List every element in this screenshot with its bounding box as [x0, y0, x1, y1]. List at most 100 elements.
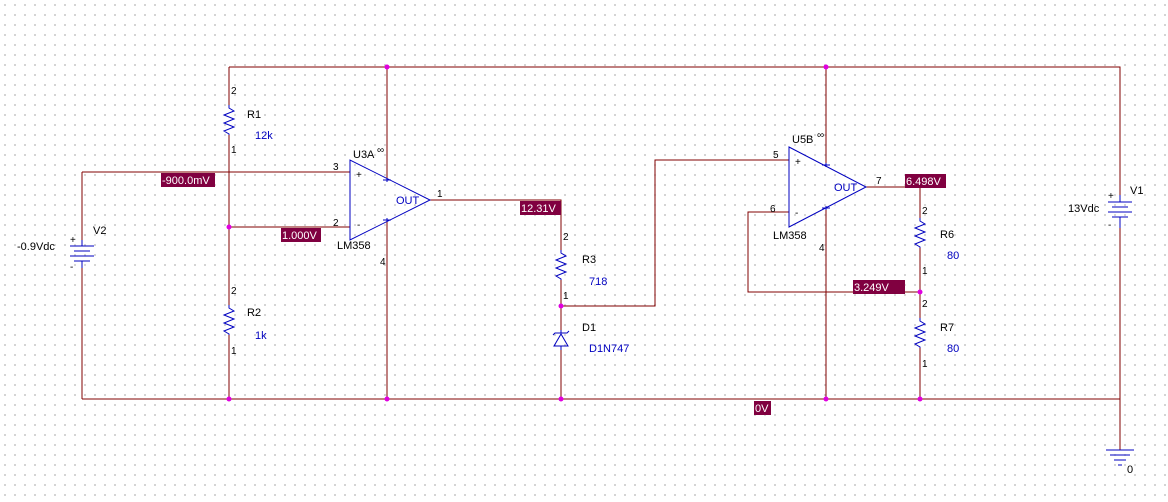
- u5b-model-label: LM358: [773, 230, 807, 242]
- resistor-r6-symbol: [913, 218, 927, 248]
- voltage-tag-text: 6.498V: [906, 176, 942, 188]
- battery-v1-symbol: [1108, 195, 1132, 228]
- ground-label: 0: [1127, 464, 1133, 476]
- resistor-r3-symbol: [554, 250, 568, 280]
- u3a-pin-out: 1: [437, 189, 443, 200]
- zener-diode-d1[interactable]: D1 D1N747: [552, 322, 629, 355]
- voltage-tag-divider-node[interactable]: 1.000V: [281, 228, 321, 242]
- v2-plus-sign: +: [70, 235, 76, 246]
- v2-value-label: -0.9Vdc: [17, 241, 55, 253]
- opamp-u5b-pins: [822, 163, 830, 210]
- r1-pin-bottom: 1: [231, 145, 237, 156]
- d1-ref-label: D1: [582, 322, 596, 334]
- junction: [226, 224, 232, 230]
- voltage-tag-feedback-node[interactable]: 3.249V: [853, 280, 905, 294]
- voltage-source-v2[interactable]: + - V2 -0.9Vdc: [17, 225, 106, 273]
- r6-pin-bottom: 1: [922, 266, 928, 277]
- r1-ref-label: R1: [247, 109, 261, 121]
- zener-diode-symbol: [552, 330, 570, 350]
- opamp-u5b-triangle: [788, 146, 868, 228]
- r6-pin-top: 2: [922, 206, 928, 217]
- u5b-pin-plus: 5: [773, 150, 779, 161]
- resistor-r1-symbol: [222, 105, 236, 135]
- voltage-tag-v2-node[interactable]: -900.0mV: [161, 173, 215, 187]
- r3-pin-top: 2: [563, 232, 569, 243]
- battery-v2-symbol: [70, 240, 94, 268]
- r7-pin-top: 2: [922, 299, 928, 310]
- u3a-minus-sign: -: [357, 220, 360, 231]
- u5b-pin-out: 7: [876, 176, 882, 187]
- opamp-u5b[interactable]: + - 5 6 7 4 OUT U5B LM358 ∞: [770, 130, 882, 254]
- resistor-r7[interactable]: 2 1 R7 80: [913, 299, 959, 370]
- top-rail-wire[interactable]: [229, 66, 1121, 195]
- r1-pin-top: 2: [231, 86, 237, 97]
- resistor-r7-symbol: [913, 318, 927, 348]
- u3a-plus-sign: +: [356, 170, 362, 181]
- u5b-out-wire[interactable]: [866, 186, 921, 218]
- v1-minus-sign: -: [1108, 220, 1111, 231]
- u5b-feedback-wire[interactable]: [747, 211, 920, 293]
- junction: [384, 396, 390, 402]
- r3-value-label: 718: [589, 276, 607, 288]
- u3a-out-label: OUT: [396, 195, 420, 207]
- r3-ref-label: R3: [582, 254, 596, 266]
- r1-value-label: 12k: [255, 130, 273, 142]
- voltage-tag-u3a-out-node[interactable]: 12.31V: [520, 201, 561, 215]
- voltage-tag-u5b-out-node[interactable]: 6.498V: [905, 174, 946, 188]
- resistor-r2-symbol: [222, 305, 236, 335]
- u3a-model-label: LM358: [337, 240, 371, 252]
- ground-symbol[interactable]: 0: [1106, 449, 1134, 476]
- voltage-source-v1[interactable]: + - V1 13Vdc: [1068, 185, 1143, 231]
- u3a-pin-minus: 2: [333, 218, 339, 229]
- r7-value-label: 80: [947, 343, 959, 355]
- r2-value-label: 1k: [255, 330, 267, 342]
- r7-ref-label: R7: [940, 322, 954, 334]
- junction: [917, 289, 923, 295]
- r6-ref-label: R6: [940, 229, 954, 241]
- voltage-tag-text: 0V: [755, 403, 769, 415]
- resistor-r6[interactable]: 2 1 R6 80: [913, 206, 959, 277]
- u5b-out-label: OUT: [834, 182, 858, 194]
- u3a-pin-plus: 3: [333, 162, 339, 173]
- r6-value-label: 80: [947, 250, 959, 262]
- resistor-r2[interactable]: 2 1 R2 1k: [222, 286, 267, 357]
- v1-value-label: 13Vdc: [1068, 203, 1100, 215]
- u3a-pin-vneg: 4: [380, 257, 386, 268]
- junction: [823, 64, 829, 70]
- junction: [558, 303, 564, 309]
- u3a-out-wire[interactable]: [430, 199, 562, 250]
- u5b-ref-label: U5B: [792, 134, 813, 146]
- u5b-plus-sign: +: [795, 157, 801, 168]
- r2-ref-label: R2: [247, 307, 261, 319]
- opamp-u3a-pins: [383, 178, 391, 222]
- junction: [558, 396, 564, 402]
- u3a-pin-vpos-infinity-icon: ∞: [377, 145, 384, 156]
- d1-value-label: D1N747: [589, 343, 629, 355]
- r3-pin-bottom: 1: [563, 291, 569, 302]
- u5b-pin-vpos-infinity-icon: ∞: [817, 130, 824, 141]
- r7-pin-bottom: 1: [922, 359, 928, 370]
- u3a-ref-label: U3A: [353, 149, 375, 161]
- voltage-tag-text: -900.0mV: [162, 175, 210, 187]
- junction: [823, 396, 829, 402]
- junction: [384, 64, 390, 70]
- voltage-tag-text: 12.31V: [521, 203, 557, 215]
- resistor-r1[interactable]: 2 1 R1 12k: [222, 86, 273, 156]
- zener-node-to-u5b-wire[interactable]: [561, 159, 789, 307]
- junctions: [226, 64, 923, 402]
- resistor-r3[interactable]: 2 1 R3 718: [554, 232, 607, 302]
- opamp-u3a[interactable]: + - 3 2 1 4 OUT U3A LM358 ∞: [333, 145, 443, 268]
- wires: [81, 66, 1121, 450]
- junction: [226, 396, 232, 402]
- u5b-pin-vneg: 4: [819, 243, 825, 254]
- voltage-tag-ground-node[interactable]: 0V: [754, 401, 771, 415]
- v2-ref-label: V2: [93, 225, 106, 237]
- voltage-tag-text: 3.249V: [854, 282, 890, 294]
- voltage-tag-text: 1.000V: [282, 230, 318, 242]
- u5b-minus-sign: -: [795, 208, 798, 219]
- r2-pin-top: 2: [231, 286, 237, 297]
- ground-icon: [1106, 449, 1134, 466]
- v1-ref-label: V1: [1130, 185, 1143, 197]
